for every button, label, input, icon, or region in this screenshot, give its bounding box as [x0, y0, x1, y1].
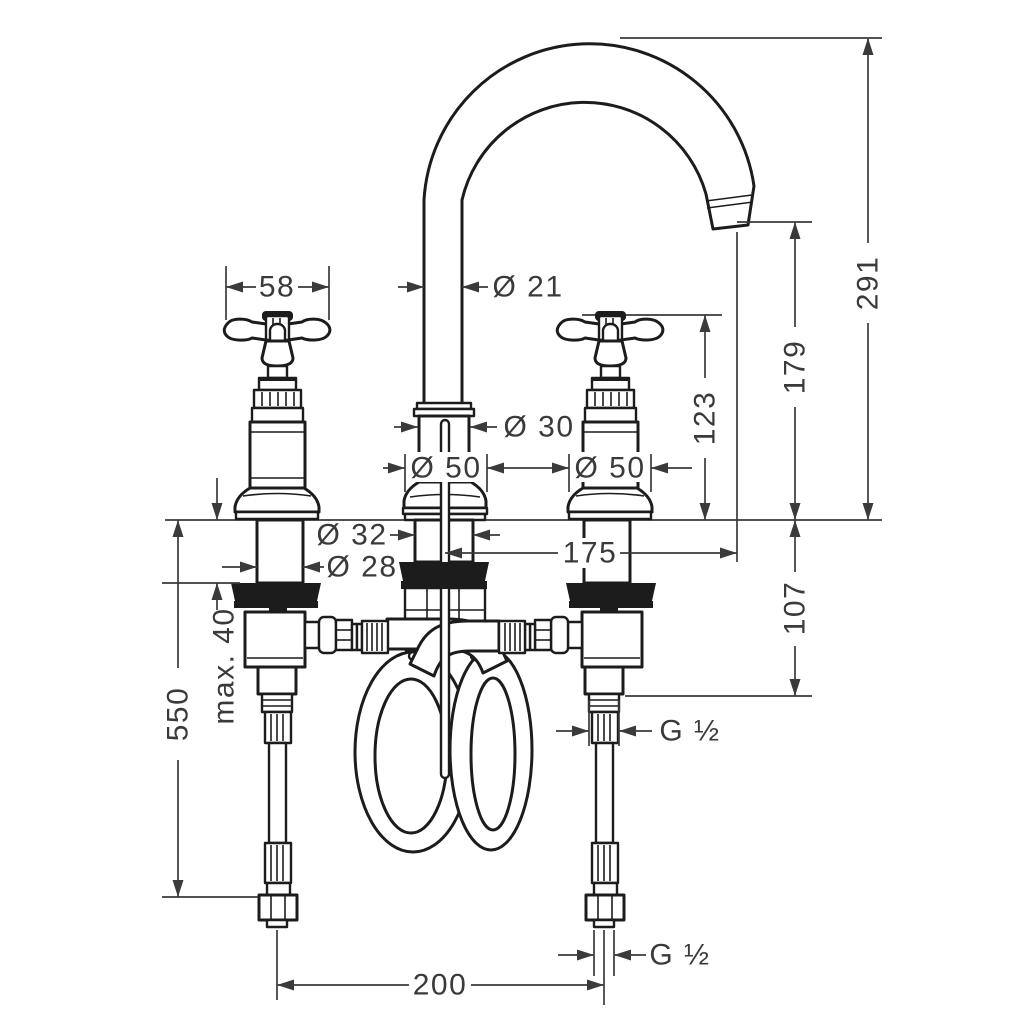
- dim-total-height-label: 291: [852, 256, 885, 311]
- dimensions: 58 Ø 21 Ø 30 Ø 50: [162, 37, 885, 1005]
- waste-flange: [399, 562, 489, 589]
- dim-spout-pipe: Ø 21: [398, 271, 563, 304]
- spout-arc: [422, 42, 756, 407]
- dim-spout-reach: 175: [445, 232, 738, 570]
- dim-deck-thickness-label: max. 40: [208, 607, 241, 724]
- dim-handle-height: 123: [689, 315, 722, 520]
- left-supply-hose: [256, 665, 299, 929]
- handle-base-rim: [234, 510, 320, 521]
- dim-outlet-height-label: 179: [779, 340, 812, 395]
- dim-deck-thickness: max. 40: [162, 478, 241, 725]
- spout-nozzle-collar: [705, 194, 753, 202]
- flex-hose: [267, 741, 288, 845]
- dim-handle-shank: Ø 28: [222, 551, 397, 584]
- dim-handle-base-label: Ø 50: [574, 452, 645, 485]
- dim-handle-width-label: 58: [259, 271, 295, 304]
- dim-handle-width: 58: [225, 266, 330, 320]
- valve-upper-body: [248, 420, 307, 490]
- dim-spout-pipe-label: Ø 21: [492, 271, 563, 304]
- dim-center-shank-label: Ø 32: [316, 519, 387, 552]
- thread-section: [260, 692, 294, 714]
- dim-below-deck: 107: [625, 520, 812, 697]
- outlet-nut: [317, 615, 338, 655]
- handle-stem: [260, 339, 295, 368]
- connector-thread-tip: [265, 918, 289, 929]
- dim-handle-height-label: 123: [689, 391, 722, 446]
- dim-total-height: 291: [620, 37, 885, 520]
- hose-loops: [353, 648, 534, 854]
- mounting-nut: [231, 583, 321, 601]
- dim-spout-reach-label: 175: [563, 537, 618, 570]
- dim-spout-column-label: Ø 30: [503, 411, 574, 444]
- dim-center-shank: Ø 32: [316, 519, 500, 552]
- hose-braid: [360, 619, 390, 655]
- left-handle-unit: [222, 311, 332, 521]
- dim-side-thread: G ½: [556, 700, 720, 748]
- outlet-stub: [303, 620, 321, 650]
- dim-spout-column: Ø 30: [394, 411, 574, 444]
- dim-side-thread-label: G ½: [659, 715, 720, 748]
- dim-connection-spacing-label: 200: [413, 969, 468, 1002]
- dim-spout-base-label: Ø 50: [410, 452, 481, 485]
- valve-shank: [255, 518, 305, 585]
- handle-base-bell: [233, 486, 321, 514]
- popup-rod: [439, 418, 451, 780]
- right-hose-loop-inner: [469, 676, 517, 832]
- outlet-hex: [334, 618, 354, 652]
- dim-hose-length: 550: [162, 520, 258, 898]
- connector-nut: [257, 893, 299, 922]
- dim-outlet-height: 179: [737, 221, 812, 520]
- dim-bottom-thread-label: G ½: [649, 939, 710, 972]
- dim-connection-spacing: 200: [276, 930, 605, 1005]
- dim-handle-shank-label: Ø 28: [326, 551, 397, 584]
- dim-hose-length-label: 550: [162, 687, 195, 742]
- dim-spout-base: Ø 50: [383, 452, 569, 492]
- left-hose-loop-inner: [373, 677, 449, 835]
- dim-handle-base: Ø 50: [552, 452, 692, 492]
- dim-bottom-thread: G ½: [558, 930, 710, 976]
- dim-below-deck-label: 107: [779, 581, 812, 636]
